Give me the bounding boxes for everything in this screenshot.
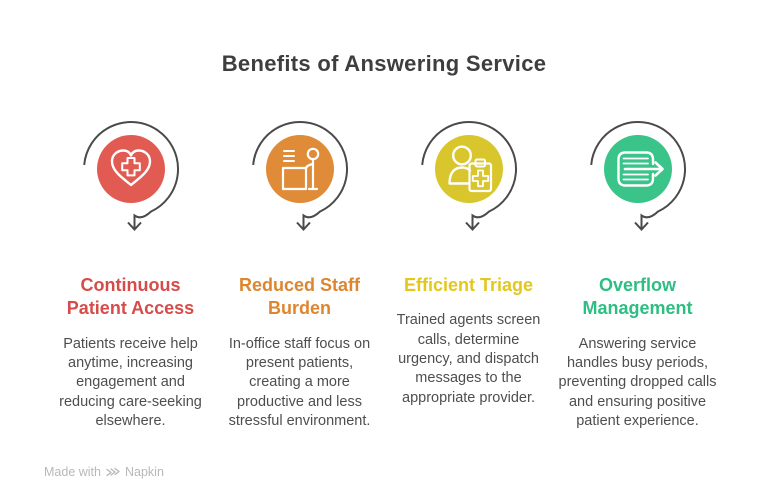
watermark-brand-label: Napkin: [124, 465, 164, 479]
heart-outline: [110, 149, 151, 187]
heart-medical-cross-icon: [82, 121, 179, 231]
overflow-exit-arrow-icon: [589, 121, 686, 231]
desk: [281, 166, 307, 191]
watermark-made-with-label: Made with: [44, 465, 101, 479]
text-lines: [622, 157, 649, 181]
page-title: Benefits of Answering Service: [221, 51, 547, 76]
column-heading: Reduced Staff Burden: [238, 275, 361, 319]
column-description: Patients receive help anytime, increasin…: [59, 335, 202, 429]
column-description: Trained agents screen calls, determine u…: [396, 312, 541, 406]
list-lines: [282, 150, 295, 162]
benefits-columns: Continuous Patient Access Patients recei…: [46, 112, 722, 431]
napkin-logo-icon: [106, 467, 120, 477]
clipboard: [467, 162, 492, 193]
clipboard-clip: [474, 158, 486, 168]
person-head: [451, 145, 472, 166]
document-box: [616, 151, 654, 187]
arrowhead: [464, 221, 480, 231]
column-reduced-staff-burden: Reduced Staff Burden In-office staff foc…: [215, 112, 384, 431]
medical-cross-outline: [471, 169, 489, 188]
column-efficient-triage: Efficient Triage Trained agents screen c…: [384, 112, 553, 431]
column-heading: Efficient Triage: [403, 275, 534, 295]
staff-reception-desk-icon: [251, 121, 348, 231]
medical-cross-outline: [120, 157, 141, 177]
exit-arrow: [623, 161, 664, 177]
made-with-napkin-watermark: Made with Napkin: [44, 465, 164, 479]
arrowhead: [295, 221, 311, 231]
column-description: In-office staff focus on present patient…: [228, 335, 371, 429]
spiral-arrow: [251, 121, 348, 229]
icon-circle: [96, 135, 165, 203]
spiral-arrow: [82, 121, 179, 229]
spiral-arrow: [589, 121, 686, 229]
column-overflow-management: Overflow Management Answering service ha…: [553, 112, 722, 431]
triage-clipboard-icon: [420, 121, 517, 231]
column-heading: Continuous Patient Access: [66, 275, 195, 319]
spiral-arrow: [420, 121, 517, 229]
column-continuous-patient-access: Continuous Patient Access Patients recei…: [46, 112, 215, 431]
person-body: [304, 158, 318, 191]
person-shoulders: [447, 166, 471, 185]
column-description: Answering service handles busy periods, …: [558, 335, 717, 429]
column-heading: Overflow Management: [582, 275, 693, 319]
arrowhead: [126, 221, 142, 231]
arrowhead: [633, 221, 649, 231]
